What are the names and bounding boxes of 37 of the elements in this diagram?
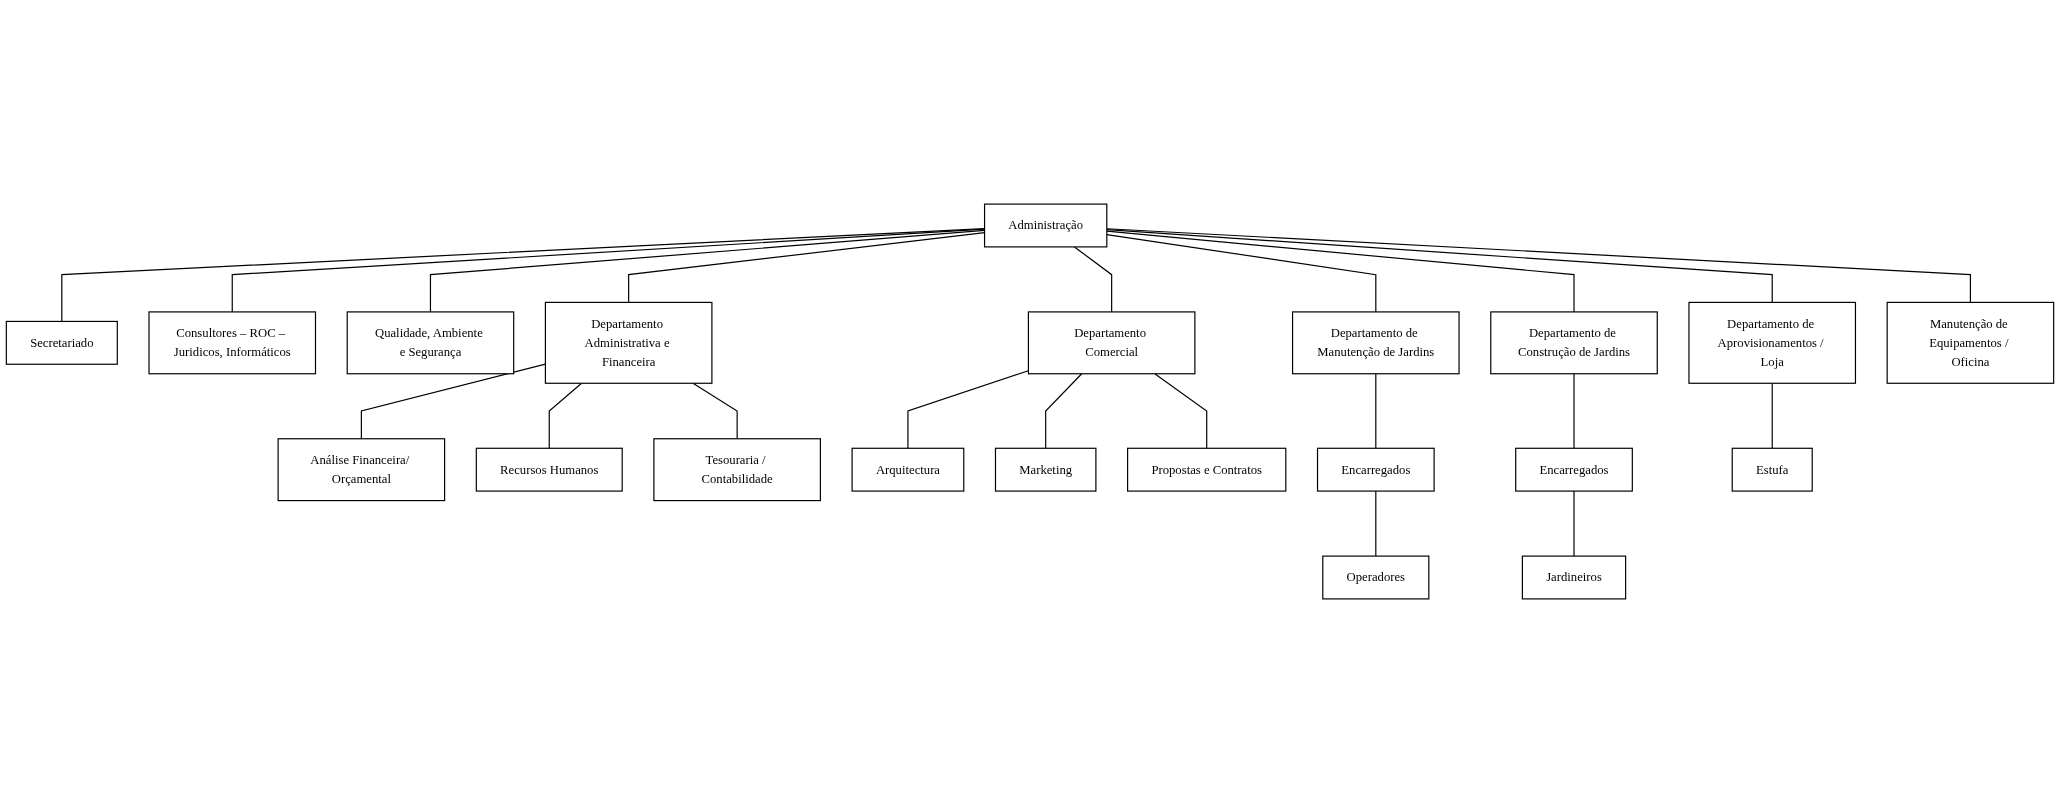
node-box: Secretariado [5, 320, 118, 365]
node-box: Departamento de Manutenção de Jardins [1291, 311, 1460, 375]
connector [1154, 373, 1208, 449]
node-box: Marketing [994, 447, 1097, 492]
connector [1073, 246, 1113, 313]
node-box: Recursos Humanos [475, 447, 623, 492]
connector [1106, 228, 1971, 303]
node-box: Encarregados [1515, 447, 1633, 492]
node-box: Arquitectura [851, 447, 965, 492]
node-box: Propostas e Contratos [1127, 447, 1287, 492]
connector [692, 382, 738, 440]
connector [1045, 373, 1083, 449]
node-box: Operadores [1322, 555, 1430, 600]
node-box: Análise Financeira/ Orçamental [277, 438, 446, 502]
connector [1573, 373, 1575, 449]
connector [1771, 382, 1773, 449]
node-box: Departamento Comercial [1027, 311, 1196, 375]
node-box: Departamento Administrativa e Financeira [544, 301, 713, 384]
connector [907, 370, 1029, 449]
connector [1106, 234, 1377, 313]
connector [1573, 490, 1575, 557]
connector [1106, 229, 1773, 303]
node-box: Encarregados [1316, 447, 1435, 492]
node-box: Tesouraria / Contabilidade [653, 438, 821, 502]
node-box: Qualidade, Ambiente e Segurança [346, 311, 515, 375]
node-box: Administração [983, 203, 1108, 248]
node-box: Departamento de Aprovisionamentos / Loja [1688, 301, 1857, 384]
connector [360, 363, 546, 440]
node-box: Manutenção de Equipamentos / Oficina [1886, 301, 2055, 384]
connector [1375, 373, 1377, 449]
node-box: Departamento de Construção de Jardins [1490, 311, 1658, 375]
node-box: Estufa [1731, 447, 1813, 492]
connector [1375, 490, 1377, 557]
connector [548, 382, 583, 449]
node-box: Jardineiros [1521, 555, 1627, 600]
connector [1106, 230, 1575, 313]
node-box: Consultores – ROC – Juridicos, Informáticos [148, 311, 317, 375]
